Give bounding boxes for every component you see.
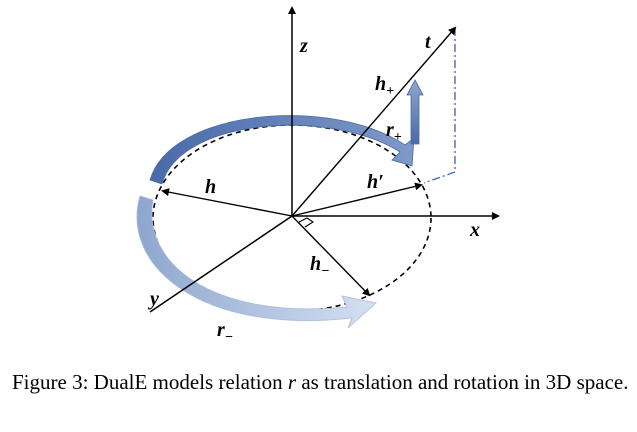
figure-caption: Figure 3: DualE models relation r as tra… <box>12 368 634 396</box>
label-z: z <box>299 35 308 57</box>
caption-suffix: as translation and rotation in 3D space. <box>296 370 629 394</box>
label-h-minus: h− <box>310 253 330 279</box>
y-axis <box>149 215 293 313</box>
label-h-plus: h+ <box>375 73 394 99</box>
rotation-arrow-bottom <box>136 195 377 329</box>
projection-dashdot-lines <box>423 28 456 184</box>
label-h-prime: h′ <box>367 171 384 193</box>
caption-prefix: Figure 3: DualE models relation <box>12 370 288 394</box>
translation-arrow-r-plus <box>406 79 424 145</box>
h-vector <box>161 188 293 217</box>
label-h: h <box>205 176 216 198</box>
h-prime-vector <box>291 182 423 217</box>
right-angle-mark <box>298 217 315 228</box>
t-vector <box>291 26 457 217</box>
label-r-minus: r− <box>217 319 233 345</box>
label-r-plus: r+ <box>386 119 402 145</box>
caption-math-r: r <box>287 370 297 394</box>
label-x: x <box>469 219 480 241</box>
rotation-arrow-top <box>149 115 415 185</box>
label-y: y <box>148 288 159 310</box>
h-minus-vector <box>291 215 371 297</box>
label-t: t <box>425 31 432 53</box>
figure-3-diagram: z t h+ r+ h h′ x h− y r− <box>136 6 500 345</box>
